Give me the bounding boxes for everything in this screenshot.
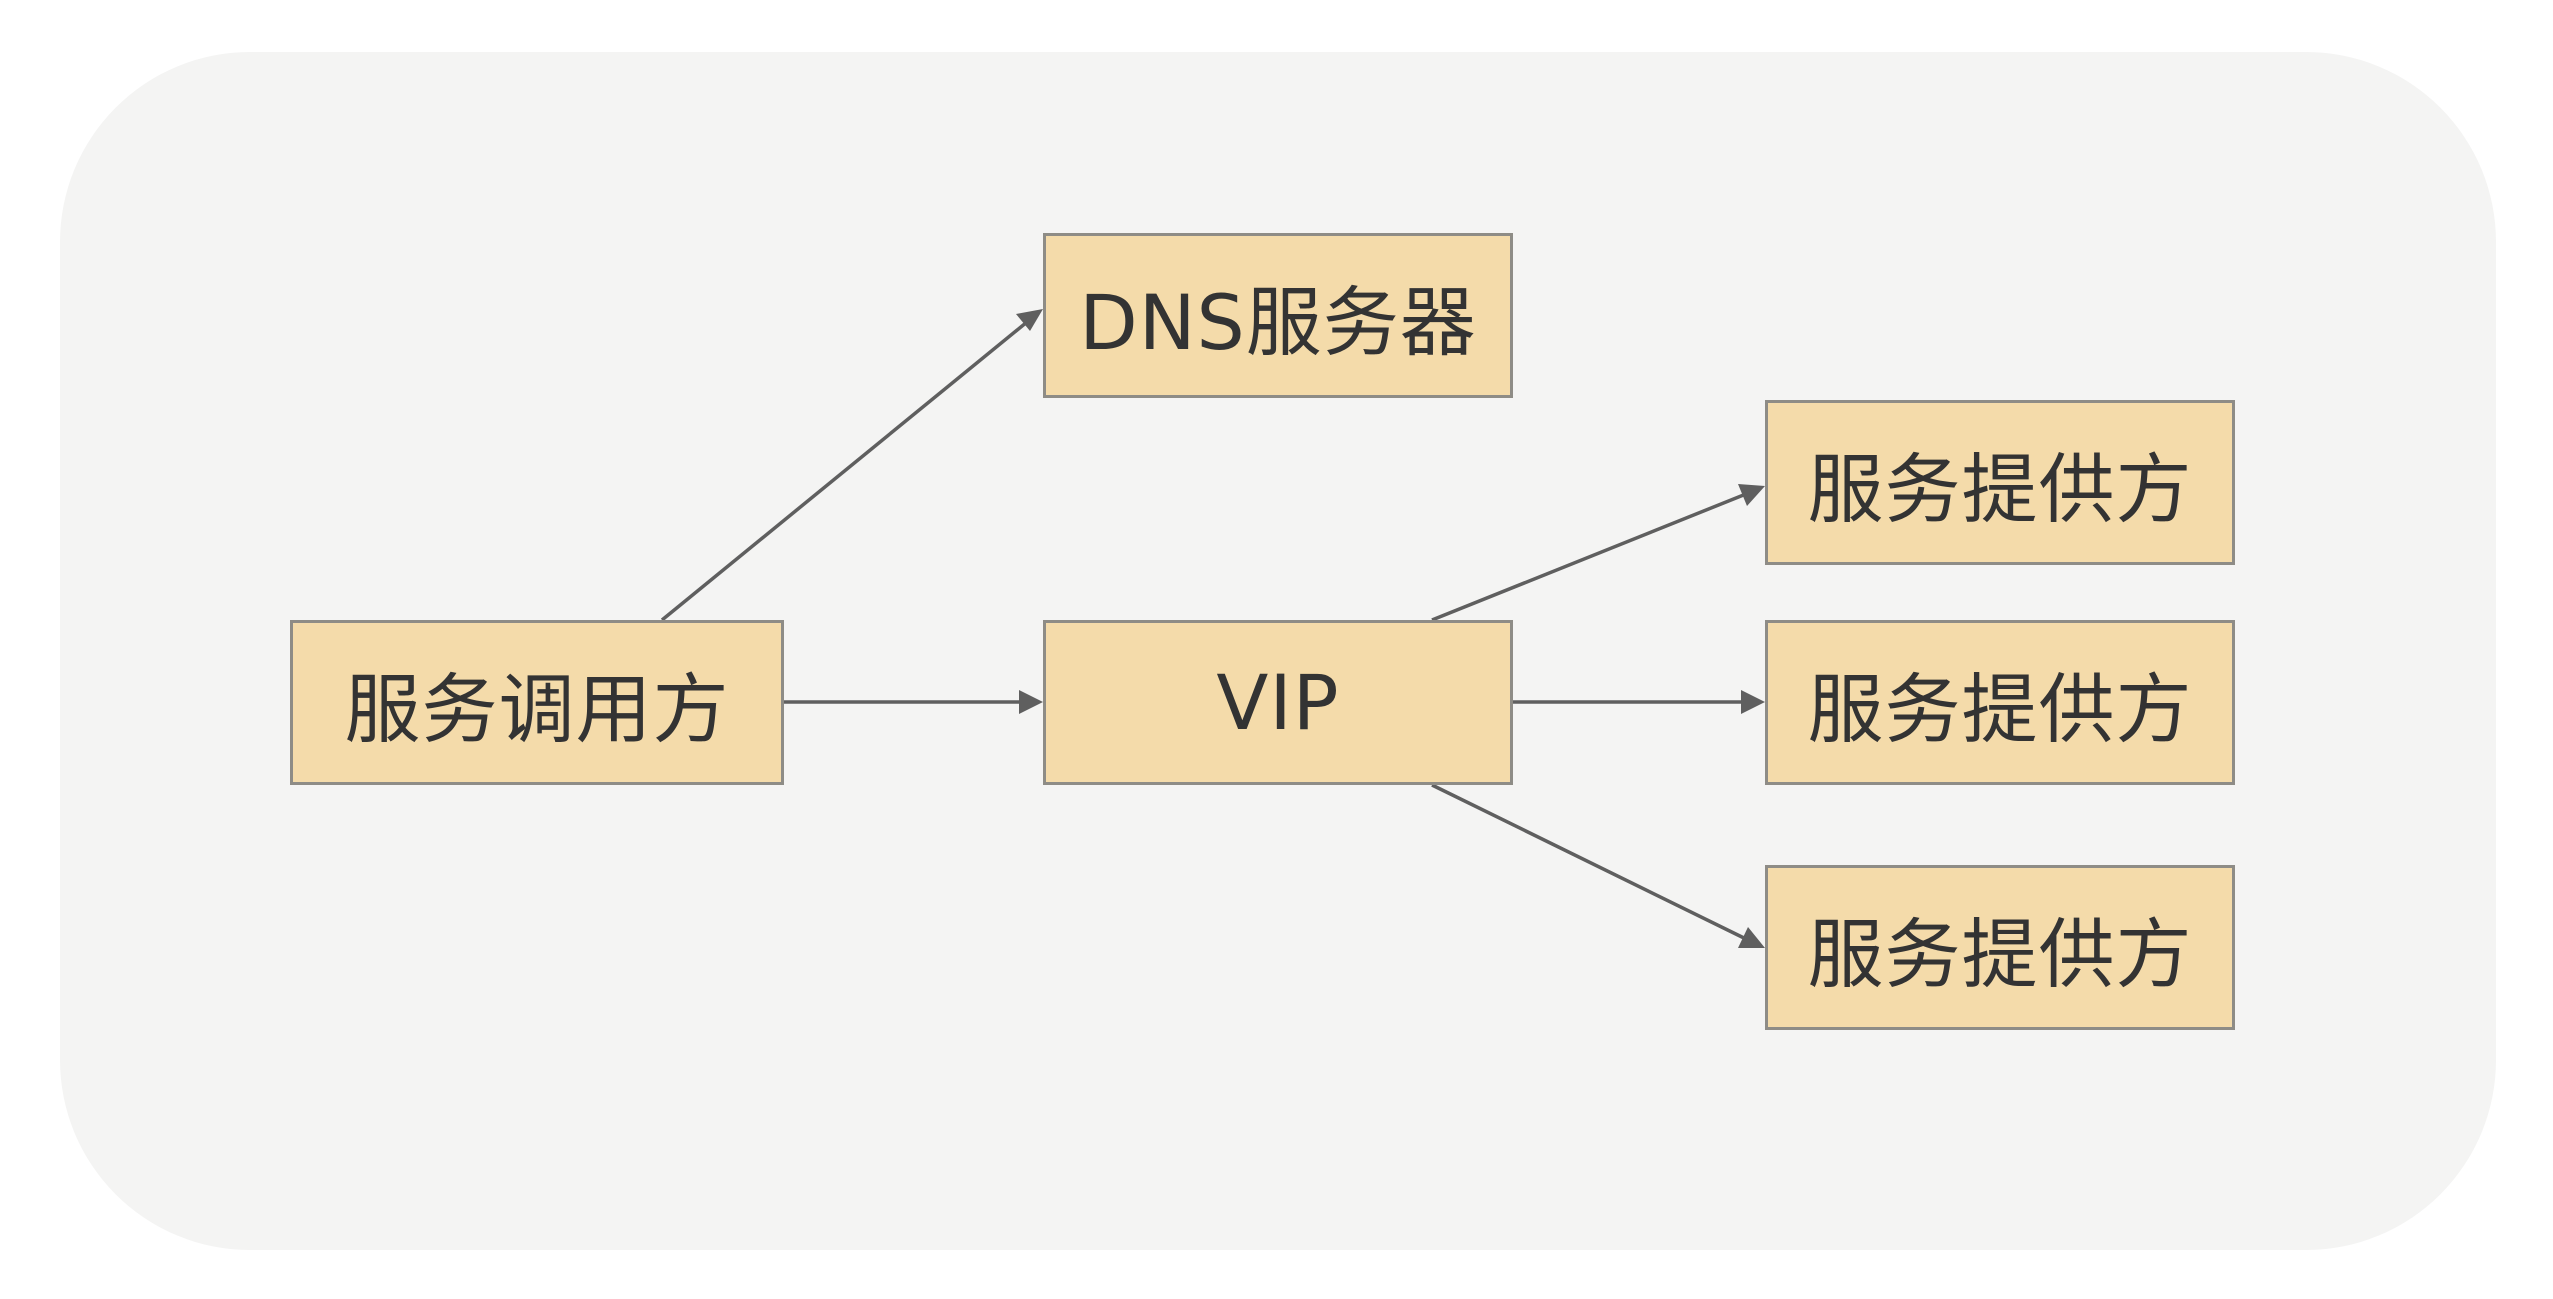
arrowhead-caller-to-dns bbox=[1016, 309, 1043, 331]
node-service-caller-label: 服务调用方 bbox=[344, 664, 730, 754]
node-service-caller: 服务调用方 bbox=[290, 620, 784, 785]
node-service-provider-1: 服务提供方 bbox=[1765, 400, 2235, 565]
node-dns-server-label: DNS服务器 bbox=[1079, 277, 1477, 367]
node-service-provider-3: 服务提供方 bbox=[1765, 865, 2235, 1030]
node-service-provider-2-label: 服务提供方 bbox=[1807, 664, 2193, 754]
node-service-provider-1-label: 服务提供方 bbox=[1807, 444, 2193, 534]
node-service-provider-2: 服务提供方 bbox=[1765, 620, 2235, 785]
arrow-vip-to-provider-1 bbox=[1431, 492, 1747, 622]
node-vip-label: VIP bbox=[1216, 658, 1340, 747]
node-vip: VIP bbox=[1043, 620, 1513, 785]
arrow-caller-to-dns bbox=[660, 311, 1040, 622]
arrowhead-vip-to-provider-2 bbox=[1741, 690, 1765, 714]
arrowhead-vip-to-provider-3 bbox=[1738, 927, 1765, 948]
arrowhead-vip-to-provider-1 bbox=[1738, 484, 1765, 506]
arrow-vip-to-provider-3 bbox=[1431, 783, 1747, 941]
arrowhead-caller-to-vip bbox=[1019, 690, 1043, 714]
node-dns-server: DNS服务器 bbox=[1043, 233, 1513, 398]
node-service-provider-3-label: 服务提供方 bbox=[1807, 909, 2193, 999]
